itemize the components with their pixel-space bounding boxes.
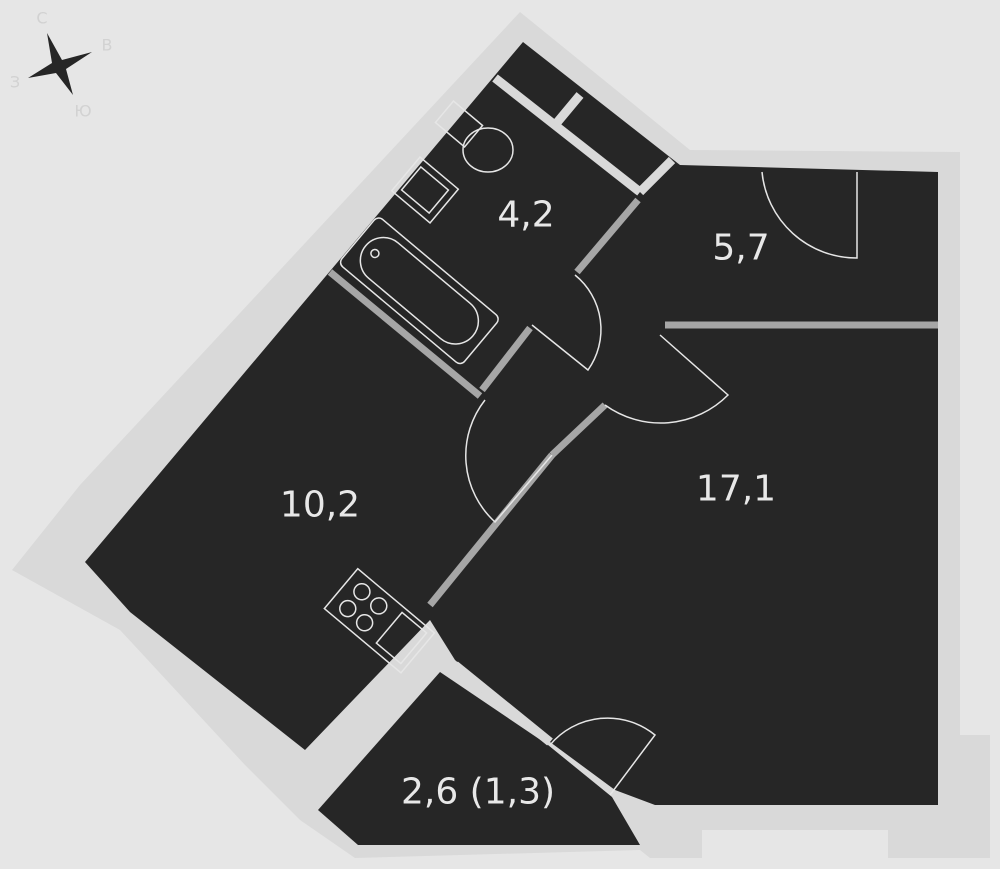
bathtub-icon bbox=[339, 217, 499, 365]
compass-south: Ю bbox=[74, 101, 92, 121]
room-area-hallway: 5,7 bbox=[712, 227, 770, 269]
balcony-floor bbox=[318, 672, 640, 845]
fixtures bbox=[323, 100, 514, 674]
doors bbox=[465, 171, 858, 796]
storage-walls bbox=[452, 74, 676, 746]
room-area-bathroom: 4,2 bbox=[497, 194, 555, 236]
stove-icon bbox=[323, 567, 436, 674]
compass-north: С bbox=[36, 8, 48, 28]
apartment-floor bbox=[85, 42, 938, 805]
toilet-icon bbox=[434, 100, 514, 173]
sink-icon bbox=[390, 156, 460, 224]
room-area-kitchen: 10,2 bbox=[279, 484, 361, 526]
compass-west: З bbox=[9, 72, 21, 92]
room-area-living-room: 17,1 bbox=[695, 468, 777, 510]
compass-east: В bbox=[101, 35, 113, 55]
room-area-balcony: 2,6 (1,3) bbox=[400, 771, 556, 813]
compass-star-icon bbox=[28, 33, 92, 95]
